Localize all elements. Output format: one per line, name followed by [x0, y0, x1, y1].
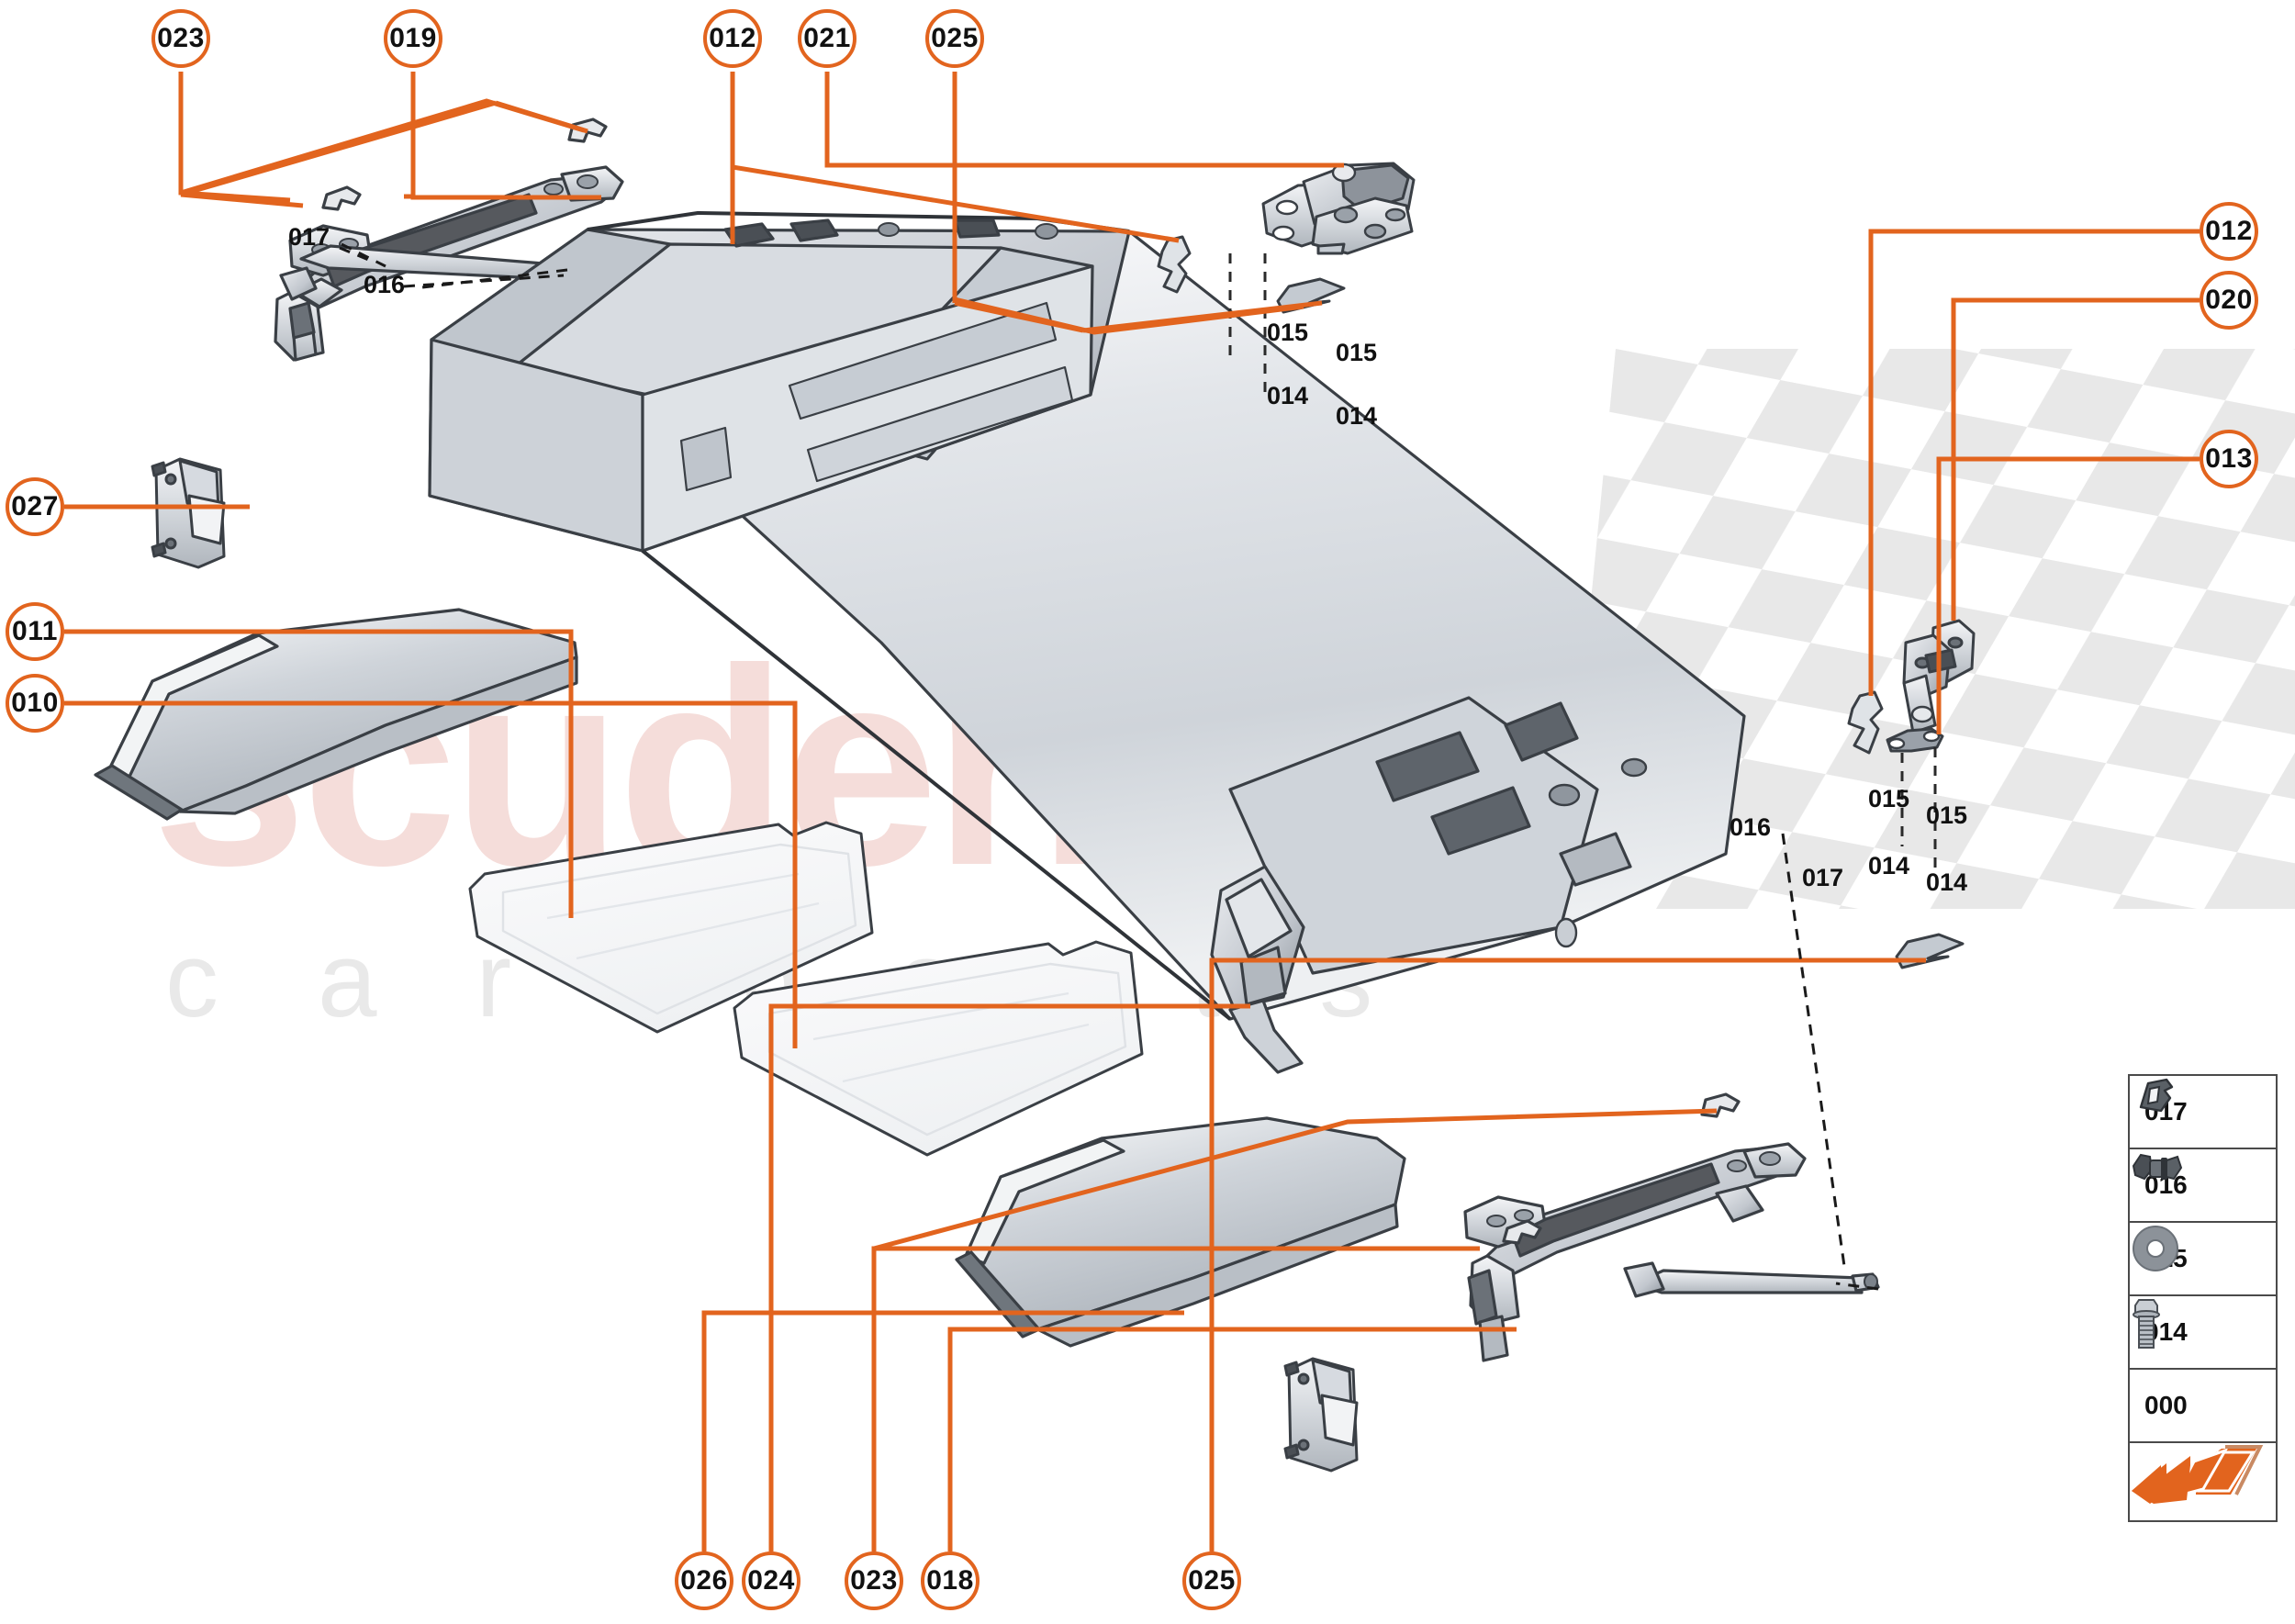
part-label-014-d: 014: [1926, 868, 1968, 896]
callout-027[interactable]: 027: [6, 477, 64, 536]
part-027-trim-cover: [94, 608, 578, 821]
legend-row-arrow[interactable]: [2130, 1443, 2276, 1520]
pin-icon: [2132, 1149, 2276, 1221]
part-021-latch: [1228, 162, 1416, 395]
part-024-bracket: [1283, 1357, 1359, 1473]
callout-019[interactable]: 019: [384, 9, 442, 68]
callout-023-bottom[interactable]: 023: [845, 1551, 903, 1610]
part-label-016-topleft: 016: [364, 271, 406, 298]
leader-012-right: [1868, 229, 2200, 696]
callout-012-top[interactable]: 012: [703, 9, 762, 68]
leader-020: [1951, 297, 2200, 621]
leader-013: [1936, 456, 2200, 734]
callout-018[interactable]: 018: [921, 1551, 980, 1610]
part-label-017-topleft: 017: [288, 223, 330, 251]
part-013-link: [1886, 727, 1944, 870]
legend-row-017[interactable]: 017: [2130, 1076, 2276, 1149]
callout-013[interactable]: 013: [2200, 430, 2258, 488]
callout-020[interactable]: 020: [2200, 271, 2258, 330]
part-label-015-d: 015: [1926, 801, 1968, 829]
callout-026[interactable]: 026: [675, 1551, 733, 1610]
legend-row-016[interactable]: 016: [2130, 1149, 2276, 1223]
part-label-014-b: 014: [1336, 402, 1378, 430]
callout-025-top[interactable]: 025: [925, 9, 984, 68]
part-label-016-bottom: 016: [1730, 813, 1772, 841]
leader-026: [701, 1310, 1184, 1551]
part-label-014-a: 014: [1267, 382, 1309, 409]
callout-024[interactable]: 024: [742, 1551, 800, 1610]
leader-010: [64, 700, 798, 1048]
clip-icon: [2139, 1076, 2276, 1148]
bolt-icon: [2133, 1296, 2276, 1368]
dash-017-topleft: [339, 246, 372, 263]
dash-016-topleft-line: [414, 268, 568, 290]
part-label-014-c: 014: [1868, 852, 1910, 879]
part-label-015-b: 015: [1336, 339, 1378, 366]
legend-row-000[interactable]: 000: [2130, 1370, 2276, 1443]
part-012-hook-top: [1157, 235, 1192, 294]
legend-box: 017 016 015: [2128, 1074, 2278, 1522]
leader-011: [64, 629, 574, 918]
part-label-017-bottom: 017: [1802, 864, 1844, 891]
legend-row-014[interactable]: 014: [2130, 1296, 2276, 1370]
leader-018: [947, 1327, 1517, 1551]
callout-025-bottom[interactable]: 025: [1182, 1551, 1241, 1610]
legend-row-015[interactable]: 015: [2130, 1223, 2276, 1296]
callout-023-top[interactable]: 023: [151, 9, 210, 68]
roof-linkage-right: [1463, 1092, 1880, 1362]
part-010-lining-sheet: [733, 940, 1144, 1157]
part-label-015-c: 015: [1868, 785, 1910, 812]
legend-number-000: 000: [2144, 1391, 2188, 1419]
callout-012-right[interactable]: 012: [2200, 202, 2258, 261]
callout-010[interactable]: 010: [6, 674, 64, 733]
orange-arrow-icon: [2130, 1443, 2276, 1520]
leader-024: [768, 1003, 1250, 1551]
part-label-015-a: 015: [1267, 319, 1309, 346]
leader-023-bot-b: [873, 1108, 1718, 1251]
washer-icon: [2133, 1223, 2276, 1294]
part-012-hook-right: [1847, 690, 1884, 755]
legend-empty-slot: [2216, 1370, 2276, 1441]
callout-021[interactable]: 021: [798, 9, 856, 68]
leader-025-bot: [1209, 958, 1926, 1551]
callout-011[interactable]: 011: [6, 602, 64, 661]
